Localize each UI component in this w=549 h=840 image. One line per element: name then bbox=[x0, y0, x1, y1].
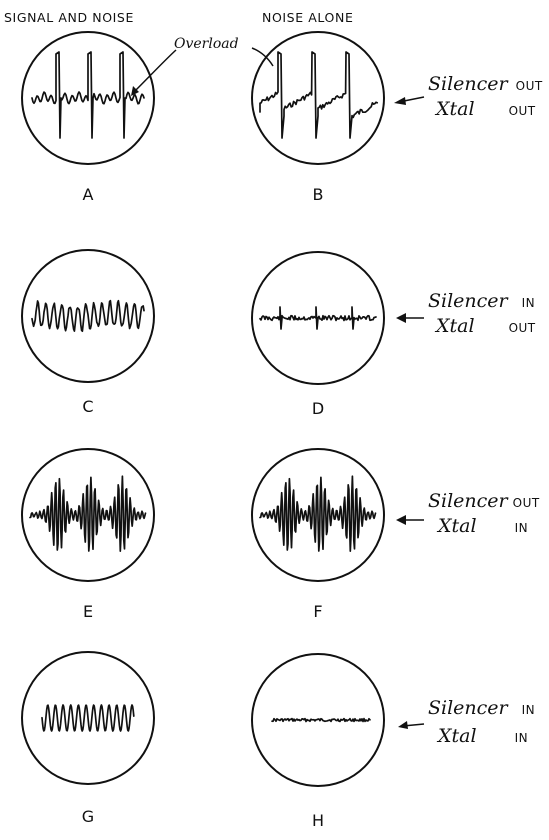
panel-label: E bbox=[83, 602, 93, 621]
xtal-state: IN bbox=[515, 731, 529, 745]
condition-arrowhead bbox=[396, 515, 406, 525]
condition-arrowhead bbox=[398, 721, 408, 729]
overload-arrowhead-a bbox=[131, 86, 139, 96]
scope-circle bbox=[21, 651, 155, 785]
panel-label: G bbox=[82, 807, 94, 826]
condition-row-2: Silencer IN Xtal OUT bbox=[396, 290, 536, 337]
panel-c: C bbox=[21, 249, 155, 416]
silencer-state: IN bbox=[522, 703, 536, 717]
panel-label: C bbox=[82, 397, 93, 416]
xtal-line: Xtal IN bbox=[436, 725, 528, 747]
silencer-line: Silencer IN bbox=[428, 697, 535, 719]
panel-label: F bbox=[313, 602, 322, 621]
silencer-state: IN bbox=[522, 296, 536, 310]
xtal-state: OUT bbox=[509, 321, 536, 335]
silencer-state: OUT bbox=[513, 496, 540, 510]
panel-h: H bbox=[251, 653, 385, 830]
silencer-line: Silencer IN bbox=[428, 290, 535, 312]
xtal-word: Xtal bbox=[434, 315, 475, 337]
header-noise-alone: NOISE ALONE bbox=[262, 10, 353, 25]
scope-circle bbox=[21, 31, 155, 165]
panel-a: A bbox=[21, 31, 155, 204]
panel-label: B bbox=[313, 185, 324, 204]
xtal-word: Xtal bbox=[436, 515, 477, 537]
panel-g: G bbox=[21, 651, 155, 826]
panel-label: A bbox=[83, 185, 94, 204]
trace-waveform bbox=[41, 704, 135, 732]
panel-d: D bbox=[251, 251, 385, 418]
panel-e: E bbox=[21, 448, 155, 621]
trace-waveform bbox=[259, 475, 377, 552]
panel-f: F bbox=[251, 448, 385, 621]
header-signal-and-noise: SIGNAL AND NOISE bbox=[4, 10, 134, 25]
trace-waveform bbox=[271, 717, 371, 723]
trace-waveform bbox=[259, 306, 377, 330]
overload-leader-a bbox=[133, 49, 177, 93]
scope-circle bbox=[251, 31, 385, 165]
panel-label: H bbox=[312, 811, 324, 830]
silencer-word: Silencer bbox=[428, 697, 510, 719]
silencer-word: Silencer bbox=[428, 290, 510, 312]
panel-b: B bbox=[251, 31, 385, 204]
xtal-word: Xtal bbox=[434, 98, 475, 120]
xtal-word: Xtal bbox=[436, 725, 477, 747]
trace-waveform bbox=[31, 299, 145, 333]
xtal-state: IN bbox=[515, 521, 529, 535]
trace-waveform bbox=[29, 475, 147, 552]
scope-circle bbox=[251, 448, 385, 582]
scope-circle bbox=[21, 448, 155, 582]
condition-arrowhead bbox=[394, 97, 406, 105]
scope-circle bbox=[251, 653, 385, 787]
xtal-state: OUT bbox=[509, 104, 536, 118]
xtal-line: Xtal OUT bbox=[434, 315, 536, 337]
trace-waveform bbox=[259, 51, 379, 139]
silencer-line: Silencer OUT bbox=[428, 73, 543, 95]
xtal-line: Xtal OUT bbox=[434, 98, 536, 120]
scope-circle bbox=[251, 251, 385, 385]
silencer-word: Silencer bbox=[428, 73, 510, 95]
xtal-line: Xtal IN bbox=[436, 515, 528, 537]
overload-leader-b bbox=[251, 47, 274, 67]
condition-arrowhead bbox=[396, 313, 406, 323]
overload-annotation: Overload bbox=[131, 36, 274, 96]
scope-circle bbox=[21, 249, 155, 383]
silencer-word: Silencer bbox=[428, 490, 510, 512]
overload-label: Overload bbox=[174, 36, 239, 52]
silencer-state: OUT bbox=[516, 79, 543, 93]
trace-waveform bbox=[31, 51, 145, 139]
panel-label: D bbox=[312, 399, 324, 418]
